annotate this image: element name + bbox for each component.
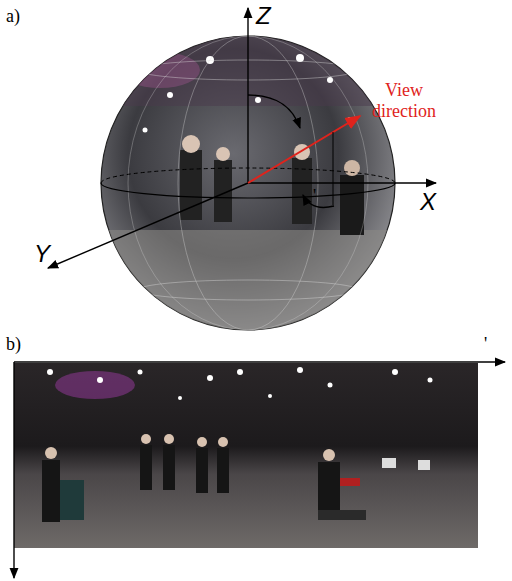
axis-label: Z	[256, 2, 271, 30]
axis-label: Y	[34, 240, 50, 268]
axis-label: X	[420, 188, 436, 216]
direction-label: View direction	[366, 80, 442, 121]
panel-label: b)	[6, 334, 21, 355]
panel-label: a)	[6, 6, 20, 27]
axis-label: '	[484, 334, 487, 355]
angle-label: '	[313, 186, 316, 207]
